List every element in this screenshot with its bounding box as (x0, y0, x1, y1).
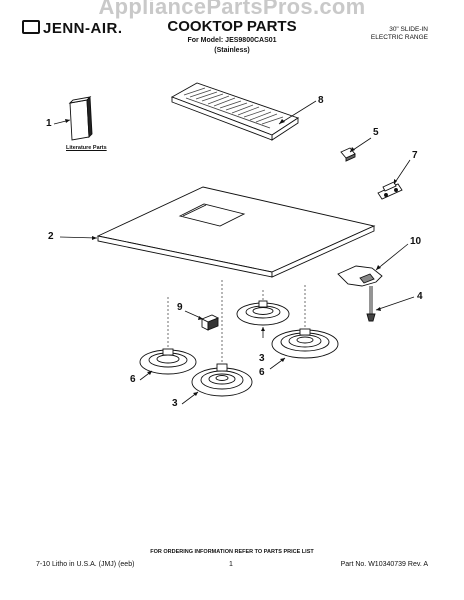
callout-10: 10 (410, 236, 422, 247)
surface-element-front (191, 363, 253, 397)
page-title: COOKTOP PARTS (167, 18, 297, 35)
range-type-line1: 30" SLIDE-IN (389, 26, 428, 33)
callout-2: 2 (48, 231, 54, 242)
callout-4: 4 (417, 291, 423, 302)
terminal-block (200, 314, 220, 331)
literature-parts-label: Literature Parts (66, 145, 107, 151)
callout-5: 5 (373, 127, 379, 138)
finish-label: (Stainless) (214, 47, 250, 54)
litho-info: 7-10 Litho in U.S.A. (JMJ) (eeb) (36, 561, 135, 568)
callout-6-a: 6 (130, 374, 136, 385)
ordering-info: FOR ORDERING INFORMATION REFER TO PARTS … (150, 549, 314, 555)
surface-element-small (236, 300, 290, 326)
callout-1: 1 (46, 118, 52, 129)
bracket-part (377, 181, 403, 200)
model-number: For Model: JES9800CAS01 (187, 37, 277, 44)
range-type-line2: ELECTRIC RANGE (370, 34, 428, 41)
brand-logo-icon (22, 20, 40, 34)
callout-7: 7 (412, 150, 418, 161)
surface-element-left (139, 348, 197, 375)
switch-bracket (337, 265, 383, 322)
cooktop-glass (96, 186, 376, 278)
brand-logo: JENN-AIR. (22, 20, 123, 37)
vent-grille (170, 82, 300, 141)
part-number: Part No. W10340739 Rev. A (340, 561, 428, 568)
callout-9: 9 (177, 302, 183, 313)
callout-3-a: 3 (259, 353, 265, 364)
brand-name: JENN-AIR. (43, 20, 123, 37)
surface-element-large-right (271, 328, 339, 359)
callout-6-b: 6 (259, 367, 265, 378)
callout-8: 8 (318, 95, 324, 106)
page-number: 1 (229, 561, 233, 568)
literature-booklet (68, 95, 93, 141)
watermark: AppliancePartsPros.com (98, 0, 366, 19)
callout-3-b: 3 (172, 398, 178, 409)
